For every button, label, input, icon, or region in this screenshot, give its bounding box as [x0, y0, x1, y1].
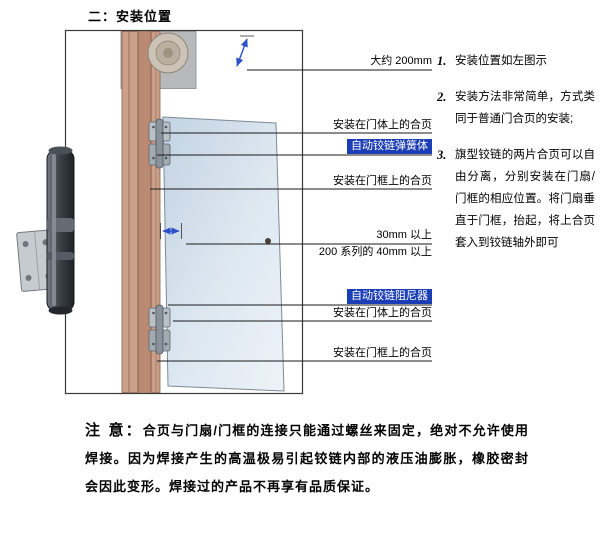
instruction-text: 安装方法非常简单，方式类同于普通门合页的安装; [455, 91, 595, 125]
leader-lines [150, 69, 432, 362]
upper-hinge [148, 118, 171, 169]
callout-gap-30mm: 30mm 以上 [376, 229, 432, 241]
instruction-text: 安装位置如左图示 [455, 55, 547, 67]
instruction-number: 3. [437, 148, 447, 162]
vertical-200mm-arrow [236, 38, 248, 67]
lower-hinge [148, 304, 171, 355]
callout-spring-body: 自动铰链弹簧体 [347, 139, 432, 154]
callout-hinge-on-frame-bottom: 安装在门框上的合页 [333, 347, 432, 359]
dimension-arrows [160, 35, 254, 239]
hinge-barrel-cross-section [147, 32, 189, 74]
instruction-text: 旗型铰链的两片合页可以自由分离，分别安装在门扇/门框的相应位置。将门扇垂直于门框… [455, 149, 595, 249]
instruction-item-1: 1. 安装位置如左图示 [437, 50, 595, 72]
hinge-photo [16, 146, 75, 315]
instruction-number: 1. [437, 54, 447, 68]
callout-hinge-on-door-bottom: 安装在门体上的合页 [333, 307, 432, 319]
instruction-number: 2. [437, 90, 447, 104]
door-knob [265, 238, 271, 244]
instruction-list: 1. 安装位置如左图示 2. 安装方法非常简单，方式类同于普通门合页的安装; 3… [437, 50, 595, 268]
warning-note: 注 意：合页与门扇/门框的连接只能通过螺丝来固定，绝对不允许使用焊接。因为焊接产… [85, 417, 529, 501]
callout-hinge-on-frame-top: 安装在门框上的合页 [333, 175, 432, 187]
warning-note-label: 注 意： [85, 422, 143, 439]
warning-note-text: 合页与门扇/门框的连接只能通过螺丝来固定，绝对不允许使用焊接。因为焊接产生的高温… [85, 423, 529, 494]
instruction-item-3: 3. 旗型铰链的两片合页可以自由分离，分别安装在门扇/门框的相应位置。将门扇垂直… [437, 144, 595, 254]
instruction-item-2: 2. 安装方法非常简单，方式类同于普通门合页的安装; [437, 86, 595, 130]
callout-hinge-on-door-top: 安装在门体上的合页 [333, 119, 432, 131]
callout-gap-40mm-200series: 200 系列的 40mm 以上 [318, 246, 432, 258]
door-panel [162, 116, 285, 392]
page-title: 二：安装位置 [88, 9, 173, 24]
callout-approx-200mm: 大约 200mm [370, 55, 432, 67]
callout-damper: 自动铰链阻尼器 [347, 289, 432, 304]
